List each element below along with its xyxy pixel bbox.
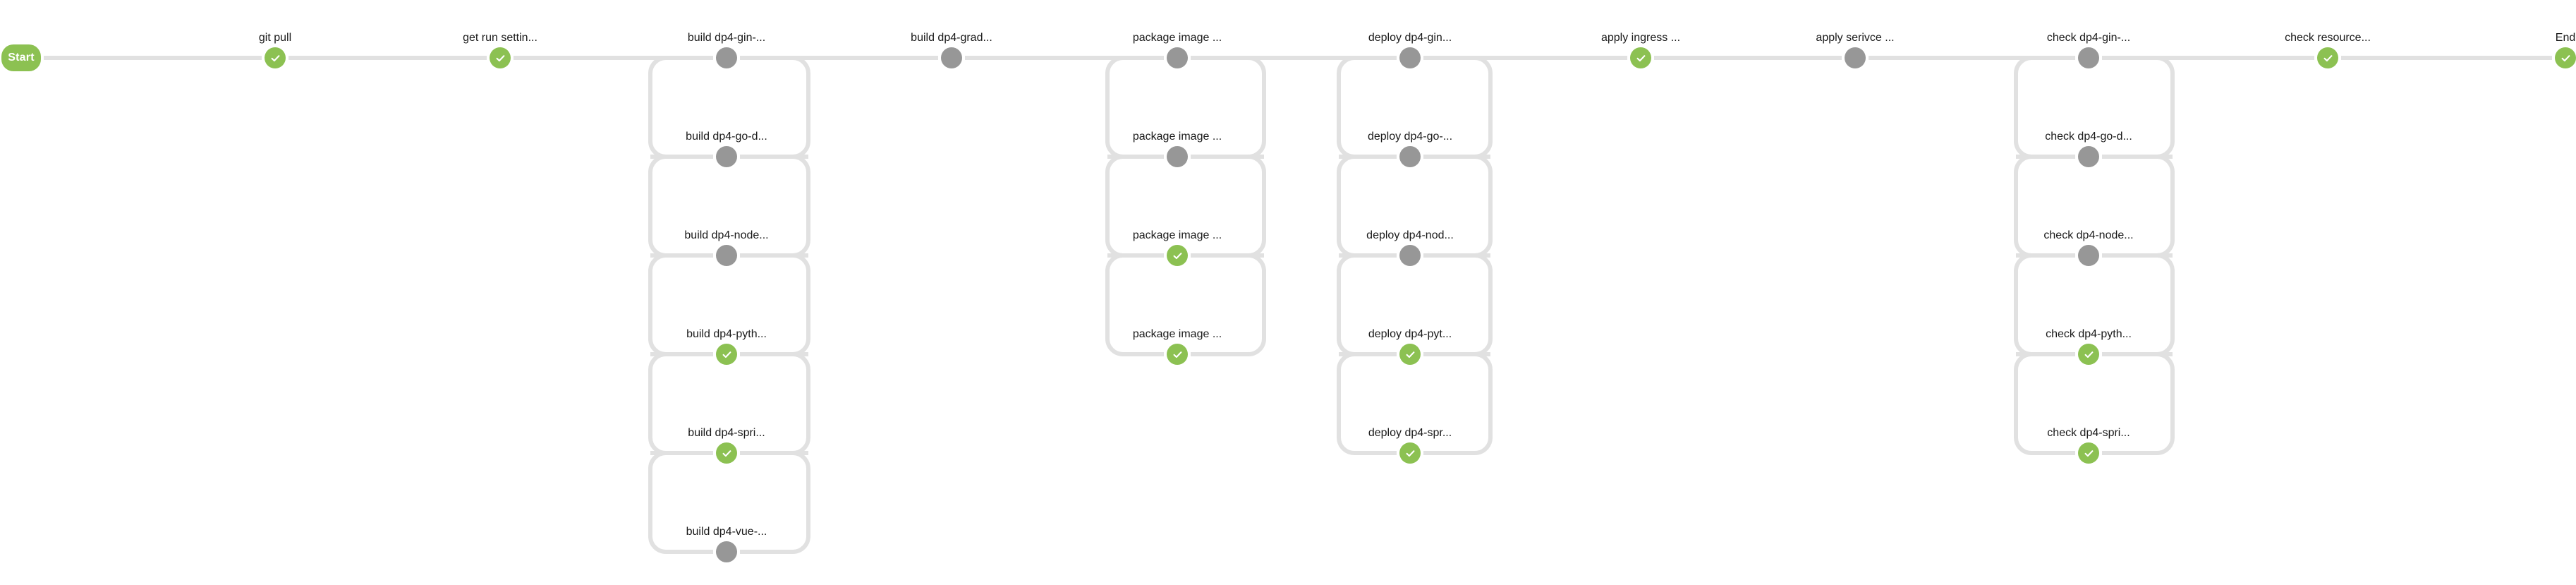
job-node-check-4[interactable] <box>2078 442 2099 464</box>
job-label-build-0: build dp4-gin-... <box>687 32 766 44</box>
status-check-icon <box>490 47 511 68</box>
job-node-deploy-4[interactable] <box>1399 442 1421 464</box>
job-label-git-pull-0: git pull <box>258 32 292 44</box>
job-node-deploy-0[interactable] <box>1399 47 1421 68</box>
status-check-icon <box>2078 344 2099 365</box>
job-label-package-image-1: package image ... <box>1132 131 1222 143</box>
status-check-icon <box>1167 245 1188 266</box>
status-pending-icon <box>2078 47 2099 68</box>
job-node-build-0[interactable] <box>716 47 737 68</box>
job-node-deploy-1[interactable] <box>1399 146 1421 167</box>
job-label-check-2: check dp4-node... <box>2043 229 2134 241</box>
start-node[interactable]: Start <box>1 44 41 71</box>
job-label-package-image-3: package image ... <box>1132 328 1222 340</box>
job-label-apply-ingress-0: apply ingress ... <box>1600 32 1681 44</box>
status-pending-icon <box>1399 146 1421 167</box>
job-node-build-gradle-0[interactable] <box>941 47 962 68</box>
job-label-apply-service-0: apply serivce ... <box>1816 32 1895 44</box>
status-pending-icon <box>941 47 962 68</box>
job-node-check-1[interactable] <box>2078 146 2099 167</box>
job-node-check-resource-0[interactable] <box>2317 47 2338 68</box>
job-node-package-image-1[interactable] <box>1167 146 1188 167</box>
job-node-deploy-2[interactable] <box>1399 245 1421 266</box>
status-pending-icon <box>716 245 737 266</box>
job-label-deploy-1: deploy dp4-go-... <box>1367 131 1453 143</box>
end-node-label: End <box>2555 32 2576 44</box>
job-node-check-3[interactable] <box>2078 344 2099 365</box>
job-node-apply-service-0[interactable] <box>1845 47 1866 68</box>
status-check-icon <box>2078 442 2099 464</box>
status-check-icon <box>1399 344 1421 365</box>
job-label-build-2: build dp4-node... <box>684 229 769 241</box>
status-pending-icon <box>1399 245 1421 266</box>
job-label-package-image-0: package image ... <box>1132 32 1222 44</box>
job-node-check-0[interactable] <box>2078 47 2099 68</box>
job-label-get-run-settings-0: get run settin... <box>463 32 537 44</box>
job-label-check-0: check dp4-gin-... <box>2046 32 2131 44</box>
status-check-icon <box>1630 47 1651 68</box>
job-label-check-3: check dp4-pyth... <box>2046 328 2132 340</box>
job-node-package-image-2[interactable] <box>1167 245 1188 266</box>
status-pending-icon <box>716 541 737 562</box>
status-check-icon <box>1167 344 1188 365</box>
start-node-label: Start <box>1 44 41 71</box>
job-node-build-5[interactable] <box>716 541 737 562</box>
status-pending-icon <box>2078 245 2099 266</box>
status-check-icon <box>265 47 286 68</box>
status-pending-icon <box>1167 146 1188 167</box>
end-status-check-icon <box>2555 47 2576 68</box>
status-pending-icon <box>1399 47 1421 68</box>
status-pending-icon <box>1167 47 1188 68</box>
job-node-build-3[interactable] <box>716 344 737 365</box>
job-node-check-2[interactable] <box>2078 245 2099 266</box>
job-label-check-resource-0: check resource... <box>2285 32 2371 44</box>
status-check-icon <box>1399 442 1421 464</box>
status-check-icon <box>716 344 737 365</box>
end-node[interactable] <box>2555 47 2576 68</box>
job-label-build-1: build dp4-go-d... <box>686 131 767 143</box>
status-check-icon <box>2317 47 2338 68</box>
job-label-check-4: check dp4-spri... <box>2047 427 2130 439</box>
job-node-build-4[interactable] <box>716 442 737 464</box>
job-node-git-pull-0[interactable] <box>265 47 286 68</box>
job-node-package-image-3[interactable] <box>1167 344 1188 365</box>
status-check-icon <box>716 442 737 464</box>
status-pending-icon <box>716 47 737 68</box>
job-label-deploy-0: deploy dp4-gin... <box>1368 32 1452 44</box>
status-pending-icon <box>2078 146 2099 167</box>
job-node-package-image-0[interactable] <box>1167 47 1188 68</box>
job-node-build-1[interactable] <box>716 146 737 167</box>
job-node-deploy-3[interactable] <box>1399 344 1421 365</box>
job-label-build-3: build dp4-pyth... <box>686 328 767 340</box>
job-label-deploy-3: deploy dp4-pyt... <box>1368 328 1452 340</box>
job-node-apply-ingress-0[interactable] <box>1630 47 1651 68</box>
job-label-check-1: check dp4-go-d... <box>2045 131 2132 143</box>
job-label-deploy-2: deploy dp4-nod... <box>1366 229 1454 241</box>
status-pending-icon <box>1845 47 1866 68</box>
job-node-get-run-settings-0[interactable] <box>490 47 511 68</box>
job-node-build-2[interactable] <box>716 245 737 266</box>
status-pending-icon <box>716 146 737 167</box>
job-label-deploy-4: deploy dp4-spr... <box>1368 427 1452 439</box>
job-label-build-4: build dp4-spri... <box>688 427 765 439</box>
job-label-build-5: build dp4-vue-... <box>686 526 767 538</box>
job-label-build-gradle-0: build dp4-grad... <box>911 32 992 44</box>
job-label-package-image-2: package image ... <box>1132 229 1222 241</box>
